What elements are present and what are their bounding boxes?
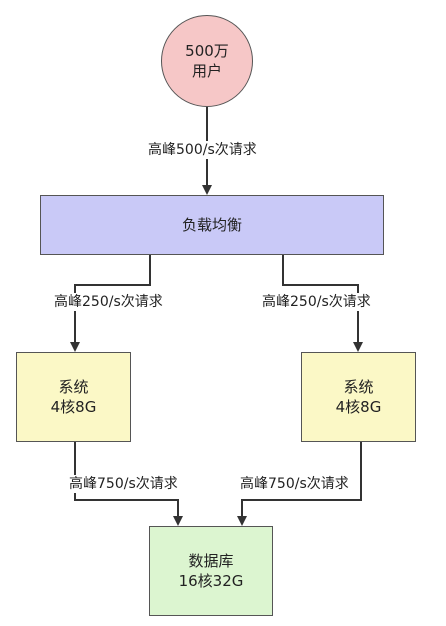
edge-system-right-to-db-path bbox=[237, 442, 362, 526]
users-count: 500万 bbox=[185, 42, 229, 60]
system-right-title: 系统 bbox=[343, 378, 374, 396]
load-balancer-node: 负载均衡 bbox=[40, 195, 384, 255]
edge-label-users-to-lb: 高峰500/s次请求 bbox=[146, 141, 259, 159]
edge-label-lb-to-system-right: 高峰250/s次请求 bbox=[260, 293, 373, 311]
edge-lb-to-system-right-path bbox=[282, 255, 363, 352]
users-label: 用户 bbox=[191, 62, 222, 80]
users-node: 500万 用户 bbox=[161, 15, 253, 107]
system-left-title: 系统 bbox=[58, 378, 89, 396]
system-node-right: 系统 4核8G bbox=[301, 352, 416, 442]
database-title: 数据库 bbox=[188, 552, 234, 570]
system-right-spec: 4核8G bbox=[335, 398, 382, 416]
load-balancer-label: 负载均衡 bbox=[181, 216, 242, 234]
edge-lb-to-system-left-path bbox=[70, 255, 151, 352]
database-spec: 16核32G bbox=[178, 572, 244, 590]
edge-system-left-to-db-path bbox=[74, 442, 183, 526]
system-node-left: 系统 4核8G bbox=[16, 352, 131, 442]
database-node: 数据库 16核32G bbox=[149, 526, 273, 616]
edge-label-system-left-to-db: 高峰750/s次请求 bbox=[67, 475, 180, 493]
edge-label-lb-to-system-left: 高峰250/s次请求 bbox=[52, 293, 165, 311]
edge-label-system-right-to-db: 高峰750/s次请求 bbox=[238, 475, 351, 493]
system-left-spec: 4核8G bbox=[50, 398, 97, 416]
